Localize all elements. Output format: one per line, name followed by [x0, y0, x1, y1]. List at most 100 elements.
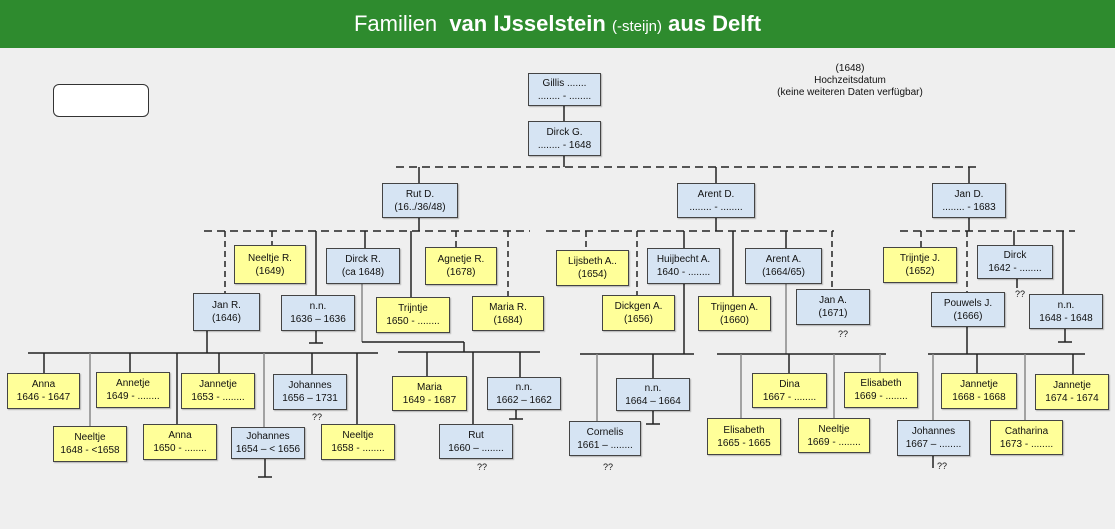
person-dates: 1669 - ........: [854, 391, 908, 402]
person-name: Rut: [468, 429, 484, 441]
person-neeltje-1648: Neeltje 1648 - <1658: [53, 426, 127, 462]
person-dates: (1646): [212, 313, 241, 324]
person-name: Huijbecht A.: [656, 254, 711, 265]
title-part4: aus Delft: [668, 11, 762, 36]
person-dates: 1669 - ........: [807, 436, 861, 448]
person-rut-d: Rut D. (16../36/48): [382, 183, 458, 218]
person-dates: 1660 – ........: [448, 442, 504, 454]
person-dates: (1671): [818, 308, 848, 319]
person-name: Johannes: [288, 380, 332, 391]
person-anna-1650: Anna 1650 - ........: [143, 424, 217, 460]
person-name: Elisabeth: [860, 378, 902, 389]
empty-text-box: [53, 84, 149, 117]
person-maria-r: Maria R. (1684): [472, 296, 544, 331]
unknown-mark: ??: [1015, 289, 1026, 299]
person-dates: 1653 - ........: [191, 392, 245, 403]
person-name: Annetje: [116, 378, 150, 389]
person-dates: ........ - ........: [689, 201, 743, 213]
person-dates: (1656): [624, 314, 653, 325]
person-dates: 1646 - 1647: [16, 392, 71, 403]
person-elisabeth-1665: Elisabeth 1665 - 1665: [707, 418, 781, 455]
person-name: Catharina: [1004, 425, 1049, 437]
person-neeltje-r: Neeltje R. (1649): [234, 245, 306, 284]
person-annetje: Annetje 1649 - ........: [96, 372, 170, 408]
person-dates: (1666): [953, 310, 983, 322]
person-name: Neeltje: [818, 423, 850, 435]
person-dates: 1667 – ........: [905, 439, 962, 450]
note-year: (1648): [835, 63, 865, 74]
person-dates: 1636 – 1636: [290, 314, 346, 325]
person-trijntje: Trijntje 1650 - ........: [376, 297, 450, 333]
person-gillis: Gillis ....... ........ - ........: [528, 73, 601, 106]
person-name: Dirck: [1003, 250, 1027, 261]
person-dates: ........ - ........: [537, 90, 592, 102]
unknown-mark: ??: [603, 462, 614, 472]
person-anna-1646: Anna 1646 - 1647: [7, 373, 80, 409]
person-dirck-r: Dirck R. (ca 1648): [326, 248, 400, 284]
person-elisabeth-1669: Elisabeth 1669 - ........: [844, 372, 918, 408]
title-banner: Familien van IJsselstein (-steijn) aus D…: [0, 0, 1115, 48]
person-jan-r: Jan R. (1646): [193, 293, 260, 331]
person-dirck-1642: Dirck 1642 - ........: [977, 245, 1053, 279]
person-arent-d: Arent D. ........ - ........: [677, 183, 755, 218]
person-arent-a: Arent A. (1664/65): [745, 248, 822, 284]
person-dates: 1658 - ........: [331, 443, 385, 454]
person-dates: 1673 - ........: [999, 438, 1054, 450]
title-part2: van IJsselstein: [449, 11, 606, 36]
person-name: Neeltje R.: [248, 252, 292, 264]
unknown-mark: ??: [838, 329, 849, 339]
person-dates: 1661 – ........: [577, 439, 633, 451]
person-dina: Dina 1667 - ........: [752, 373, 827, 408]
person-name: Trijntje: [398, 303, 428, 314]
person-name: Dirck G.: [546, 126, 583, 138]
person-dates: ........ - 1683: [942, 201, 996, 213]
person-jannetje-1653: Jannetje 1653 - ........: [181, 373, 255, 409]
person-nn-1648: n.n. 1648 - 1648: [1029, 294, 1103, 329]
person-name: Maria: [416, 381, 442, 393]
person-name: Arent A.: [765, 254, 802, 265]
title-part3: (-steijn): [611, 18, 662, 35]
person-name: Gillis .......: [542, 77, 587, 89]
person-name: Neeltje: [342, 430, 374, 441]
person-nn-1636: n.n. 1636 – 1636: [281, 295, 355, 331]
person-name: n.n.: [309, 301, 327, 312]
person-catharina: Catharina 1673 - ........: [990, 420, 1063, 455]
person-name: Anna: [31, 379, 56, 390]
person-dates: 1656 – 1731: [282, 393, 338, 404]
person-neeltje-1658: Neeltje 1658 - ........: [321, 424, 395, 460]
person-dates: 1664 – 1664: [625, 395, 681, 407]
person-name: Rut D.: [405, 188, 435, 200]
person-johannes-1654: Johannes 1654 – < 1656: [231, 427, 305, 459]
person-dickgen-a: Dickgen A. (1656): [602, 295, 675, 331]
person-name: Dina: [779, 378, 800, 390]
person-dates: 1649 - 1687: [402, 394, 457, 406]
person-agnetje-r: Agnetje R. (1678): [425, 247, 497, 285]
person-name: Neeltje: [74, 432, 106, 443]
person-dates: 1650 - ........: [153, 443, 207, 454]
person-trijntje-j: Trijntje J. (1652): [883, 247, 957, 283]
person-rut: Rut 1660 – ........: [439, 424, 513, 459]
person-dirck-g: Dirck G. ........ - 1648: [528, 121, 601, 156]
person-dates: (1652): [905, 266, 935, 277]
person-name: Dirck R.: [345, 254, 381, 265]
person-name: Jannetje: [960, 379, 998, 390]
person-trijngen-a: Trijngen A. (1660): [698, 296, 771, 331]
person-name: Jan A.: [819, 295, 847, 306]
person-name: Jannetje: [1053, 380, 1091, 391]
person-jan-a: Jan A. (1671): [796, 289, 870, 325]
person-nn-1662: n.n. 1662 – 1662: [487, 377, 561, 410]
person-name: Johannes: [911, 426, 956, 437]
person-dates: (1678): [446, 267, 476, 278]
person-name: Dickgen A.: [614, 301, 663, 312]
person-dates: 1668 - 1668: [952, 392, 1006, 403]
person-dates: (1660): [720, 314, 749, 326]
note-label: Hochzeitsdatum: [814, 75, 886, 86]
person-dates: 1648 - 1648: [1039, 312, 1093, 324]
person-jan-d: Jan D. ........ - 1683: [932, 183, 1006, 218]
note-sub: (keine weiteren Daten verfügbar): [777, 87, 923, 98]
person-name: Arent D.: [697, 188, 735, 200]
person-name: Trijntje J.: [899, 253, 941, 264]
person-dates: (1649): [255, 265, 285, 277]
person-name: Jannetje: [199, 379, 237, 390]
